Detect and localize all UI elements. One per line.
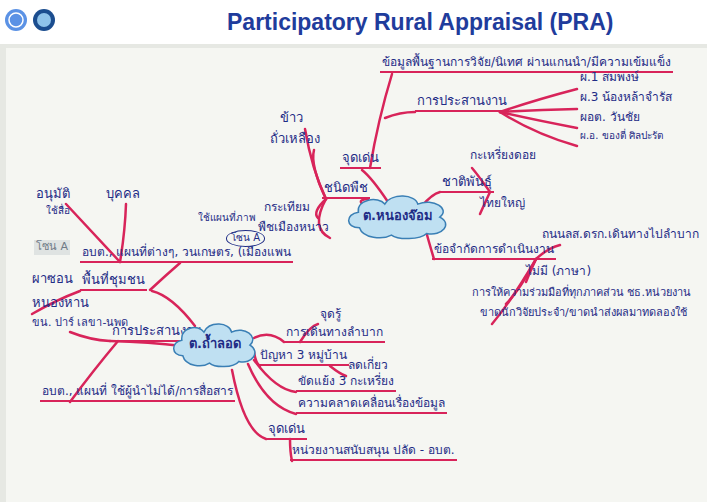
branch-label: ชาติพันธุ์ [440, 174, 494, 193]
branch-label: ขาดนักวิจัยประจำ/ขาดนำส่งผลมาทดลองใช้ [478, 306, 689, 321]
branch-label: บุคคล [104, 186, 142, 203]
branch-label: ไม่มี (ภาษา) [524, 264, 593, 280]
branch-label: ข้อจำกัดการดำเนินงาน [432, 242, 556, 260]
cloud-node: ต.หนองจ๊อม [343, 191, 453, 240]
branch-label: ใช้แผนที่ภาพ [196, 212, 258, 226]
branch-label: ผ.อ. ของตี่ ศิลปะรัต [578, 130, 665, 144]
branch-label: ถนนลส.ดรก.เดินทางไปลำบาก [540, 227, 701, 243]
branch-label: ความคลาดเคลื่อนเรื่องข้อมูล [296, 396, 447, 414]
branch-label: ผ.1 สมพงษ์ [578, 70, 641, 86]
cloud-text: ต.หนองจ๊อม [343, 205, 453, 226]
branch-label: ชนิดพืช [322, 180, 370, 199]
branch-label: จุดรู้ [318, 307, 343, 323]
branch-label: ไทยใหญ่ [478, 196, 527, 212]
branch-label: อบต., แผนที่ต่างๆ, วนเกษตร, (เมืองแพน [80, 245, 293, 263]
branch-label: ปัญหา 3 หมู่บ้าน [258, 348, 349, 366]
branch-label: จุดเด่น [266, 421, 307, 440]
branch-label: หนองหาน [30, 295, 91, 312]
branch-label: พืชเมืองหนาว [256, 220, 331, 236]
branch-label: ผ.3 น้องหล้าจำรัส [578, 90, 674, 106]
branch-label: โซน A [34, 240, 70, 255]
branch-label: อนุมัติ [34, 186, 72, 203]
cloud-text: ต.ถ้ำลอด [169, 333, 261, 354]
branch-label: ผาซอน [30, 271, 75, 288]
branch-label: ถั่วเหลือง [268, 131, 322, 148]
branch-label: จุดเด่น [340, 150, 381, 169]
branch-label: การให้ความร่วมมือที่ทุกภาคส่วน ชธ.หน่วยง… [470, 286, 693, 301]
branch-label: ขัดแย้ง 3 กะเหรี่ยง [296, 374, 396, 392]
branch-label: ใช้สื่อ [44, 205, 72, 219]
branch-label: กระเทียม [262, 200, 312, 216]
branch-label: หน่วยงานสนับสนุน ปลัด - อบต. [290, 443, 457, 461]
branch-label: กะเหรี่ยงดอย [468, 148, 538, 164]
branch-label: อบต., แผนที่ ใช้ผู้นำไม่ได้/การสื่อสาร [40, 384, 235, 402]
slide-title: Participatory Rural Appraisal (PRA) [227, 9, 613, 36]
branch-label: ข้าว [278, 110, 305, 127]
cloud-node: ต.ถ้ำลอด [169, 319, 261, 368]
branch-label: การเดินทางลำบาก [284, 325, 385, 343]
branch-label: ผอต. วันชัย [578, 110, 642, 126]
branch-label: พื้นที่ชุมชน [80, 272, 147, 291]
branch-label: การประสานงาน [415, 93, 509, 112]
branch-label: ลดเกี่ยว [346, 358, 390, 374]
